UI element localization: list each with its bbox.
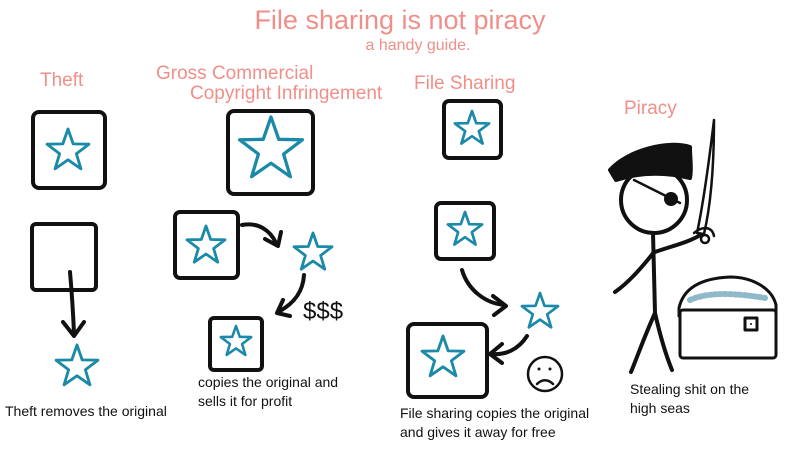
pirate-right-arm	[653, 232, 704, 254]
theft-original-frame	[31, 110, 107, 190]
commercial-copy-star-2-icon	[294, 233, 332, 269]
theft-stolen-star-icon	[56, 345, 98, 385]
piracy-heading: Piracy	[624, 98, 677, 119]
fs-arrowhead-2	[488, 342, 504, 365]
fs-shared-frame	[406, 322, 489, 399]
commercial-original-star-icon	[240, 117, 303, 177]
page-subtitle: a handy guide.	[365, 37, 471, 54]
piracy-caption-line1: Stealing shit on the	[630, 381, 750, 397]
commercial-copy-frame-1	[173, 210, 240, 280]
piracy-panel	[608, 118, 778, 374]
fs-original-star-2-icon	[448, 212, 482, 245]
theft-arrowhead	[61, 320, 86, 338]
piracy-caption-line2: high seas	[630, 400, 690, 416]
pirate-left-arm	[613, 250, 656, 294]
commercial-heading-line2: Copyright Infringement	[190, 83, 383, 104]
fs-original-star-1-icon	[455, 111, 489, 144]
file-sharing-caption-line1: File sharing copies the original	[400, 405, 590, 421]
commercial-sold-star-icon	[221, 326, 251, 355]
theft-arrow	[68, 270, 76, 335]
theft-empty-frame	[30, 222, 98, 292]
fs-arrow-2	[491, 334, 529, 357]
commercial-arrowhead-2	[275, 298, 292, 318]
file-sharing-panel	[406, 99, 564, 399]
commercial-caption-line1: copies the original and	[198, 374, 339, 390]
page-title: File sharing is not piracy	[254, 5, 546, 35]
commercial-panel	[173, 109, 332, 372]
pirate-left-leg	[629, 311, 657, 374]
theft-original-star-icon	[47, 129, 89, 169]
pirate-right-leg	[653, 311, 674, 372]
eye-patch-icon	[664, 192, 678, 206]
commercial-arrowhead-1	[263, 230, 283, 248]
commercial-sold-frame	[208, 316, 264, 372]
sad-face-icon	[526, 355, 564, 393]
sword-icon	[692, 118, 716, 245]
fs-original-frame-1	[442, 99, 503, 160]
fs-arrowhead-1	[491, 294, 508, 317]
pirate-hat	[608, 142, 693, 182]
theft-heading: Theft	[40, 70, 84, 91]
commercial-arrow-2	[278, 273, 306, 313]
pirate-body	[651, 231, 657, 315]
file-sharing-heading: File Sharing	[414, 73, 516, 94]
theft-panel	[30, 110, 107, 385]
commercial-heading-line1: Gross Commercial	[156, 63, 314, 84]
fs-copy-star-icon	[522, 293, 558, 327]
fs-shared-star-icon	[422, 336, 464, 376]
fs-original-frame-2	[434, 201, 496, 261]
commercial-arrow-1	[240, 222, 278, 245]
money-label: $$$	[303, 298, 344, 325]
commercial-copy-star-1-icon	[187, 226, 225, 262]
file-sharing-caption-line2: and gives it away for free	[400, 424, 556, 440]
commercial-caption-line2: sells it for profit	[198, 393, 293, 409]
theft-caption: Theft removes the original	[5, 403, 167, 419]
treasure-chest-icon	[677, 275, 778, 360]
fs-arrow-1	[460, 268, 506, 307]
commercial-original-frame	[226, 109, 315, 196]
